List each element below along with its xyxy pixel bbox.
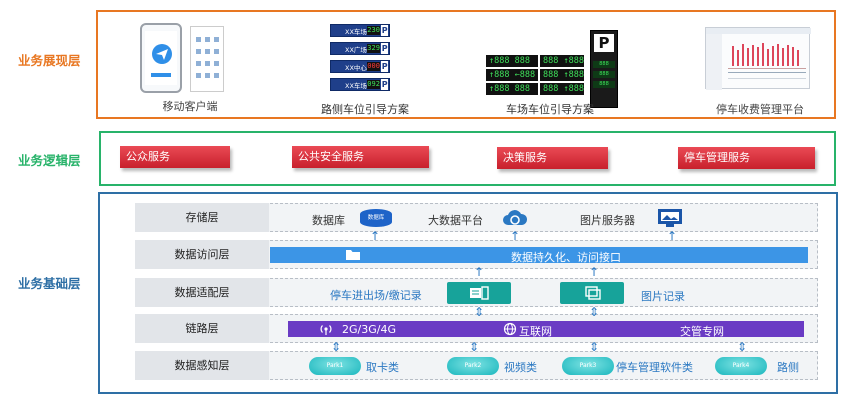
up-arrow-icon: ↑ (369, 229, 381, 243)
adapter-box-images (560, 282, 624, 304)
sign-value: 092 (366, 80, 381, 89)
parking-p-icon: P (594, 34, 614, 52)
internet-icon (503, 322, 517, 336)
up-arrow-icon: ↑ (666, 229, 678, 243)
adapter-box-records (447, 282, 511, 304)
roadside-guidance-caption: 路侧车位引导方案 (321, 103, 409, 116)
up-arrow-icon: ↑ (473, 265, 485, 279)
phone-image (140, 23, 182, 93)
row-label-storage: 存储层 (135, 203, 269, 232)
bidirectional-arrow-icon: ⇕ (736, 340, 748, 354)
internet-text: 互联网 (519, 325, 552, 338)
parking-p-icon: P (381, 43, 388, 54)
service-parking-mgmt: 停车管理服务 (678, 147, 815, 169)
sensor-cloud-icon: Park3 (562, 357, 614, 375)
bidirectional-arrow-icon: ⇕ (468, 340, 480, 354)
perception-item-video: 视频类 (504, 361, 537, 374)
board-line: 888 (593, 61, 615, 68)
app-screen-image (190, 26, 224, 92)
sensor-cloud-icon: Park2 (447, 357, 499, 375)
sign-label: XX车场 (345, 81, 367, 90)
sign-row: XX中心 000 P (330, 60, 390, 73)
up-arrow-icon: ↑ (509, 229, 521, 243)
sign-value: 000 (366, 62, 381, 71)
image-server-text: 图片服务器 (580, 214, 635, 227)
sign-label: XX广场 (345, 45, 367, 54)
send-icon (152, 44, 172, 64)
row-label-link: 链路层 (135, 314, 269, 343)
led-display: ↑888 888 (486, 83, 538, 95)
link-bar (288, 321, 804, 337)
bigdata-text: 大数据平台 (428, 214, 483, 227)
window-icon (585, 286, 601, 300)
mobile-client-caption: 移动客户端 (162, 100, 218, 113)
led-display: 888 ↑888 (540, 55, 584, 67)
service-decision: 决策服务 (497, 147, 608, 169)
perception-item-software: 停车管理软件类 (616, 361, 693, 374)
perception-item-roadside: 路侧 (777, 361, 799, 374)
private-network-text: 交管专网 (680, 325, 724, 338)
led-display: 888 ↑888 (540, 83, 584, 95)
bidirectional-arrow-icon: ⇕ (330, 340, 342, 354)
bidirectional-arrow-icon: ⇕ (588, 305, 600, 319)
fee-platform-caption: 停车收费管理平台 (716, 103, 804, 116)
logic-layer-frame (99, 131, 836, 186)
foundation-layer-frame (98, 192, 838, 394)
led-display: ↑888 ←888 (486, 69, 538, 81)
bidirectional-arrow-icon: ⇕ (588, 340, 600, 354)
sign-row: XX车场 092 P (330, 78, 390, 91)
service-public: 公众服务 (120, 146, 230, 168)
service-public-safety: 公共安全服务 (292, 146, 429, 168)
led-display: 888 ↑888 (540, 69, 584, 81)
parking-p-icon: P (381, 79, 388, 90)
sign-value: 230 (366, 26, 381, 35)
mobile-network-text: 2G/3G/4G (342, 323, 396, 336)
board-line: 888 (593, 71, 615, 78)
adapter-left-text: 停车进出场/缴记录 (330, 289, 422, 302)
foundation-layer-label: 业务基础层 (18, 276, 81, 291)
cloud-sync-icon (503, 210, 528, 225)
folder-icon (346, 250, 360, 260)
perception-item-card: 取卡类 (366, 361, 399, 374)
document-icon (470, 286, 489, 300)
data-access-text: 数据持久化、访问接口 (511, 251, 621, 264)
platform-screenshot (705, 27, 811, 90)
database-icon: 数据库 (360, 209, 392, 227)
sign-value: 329 (366, 44, 381, 53)
database-text: 数据库 (312, 214, 345, 227)
sign-label: XX车场 (345, 27, 367, 36)
row-label-access: 数据访问层 (135, 240, 269, 269)
sensor-cloud-icon: Park4 (715, 357, 767, 375)
wireless-icon (320, 325, 332, 335)
image-server-icon (658, 209, 682, 227)
row-label-perception: 数据感知层 (135, 351, 269, 380)
sign-row: XX广场 329 P (330, 42, 390, 55)
sensor-cloud-icon: Park1 (309, 357, 361, 375)
board-line: 888 (593, 81, 615, 88)
roadside-signs: XX车场 230 P XX广场 329 P XX中心 000 P XX车场 09… (330, 24, 390, 91)
parking-p-icon: P (381, 25, 388, 36)
up-arrow-icon: ↑ (588, 265, 600, 279)
parking-p-icon: P (381, 61, 388, 72)
sign-row: XX车场 230 P (330, 24, 390, 37)
presentation-layer-label: 业务展现层 (18, 53, 81, 68)
sign-label: XX中心 (345, 63, 367, 72)
lot-guidance-caption: 车场车位引导方案 (506, 103, 594, 116)
presentation-layer-frame (96, 10, 836, 119)
bidirectional-arrow-icon: ⇕ (473, 305, 485, 319)
parking-board: P 888 888 888 (590, 30, 618, 108)
led-display: ↑888 888 (486, 55, 538, 67)
data-access-bar (270, 247, 808, 263)
logic-layer-label: 业务逻辑层 (18, 153, 81, 168)
adapter-right-text: 图片记录 (641, 290, 685, 303)
row-label-adapter: 数据适配层 (135, 278, 269, 307)
